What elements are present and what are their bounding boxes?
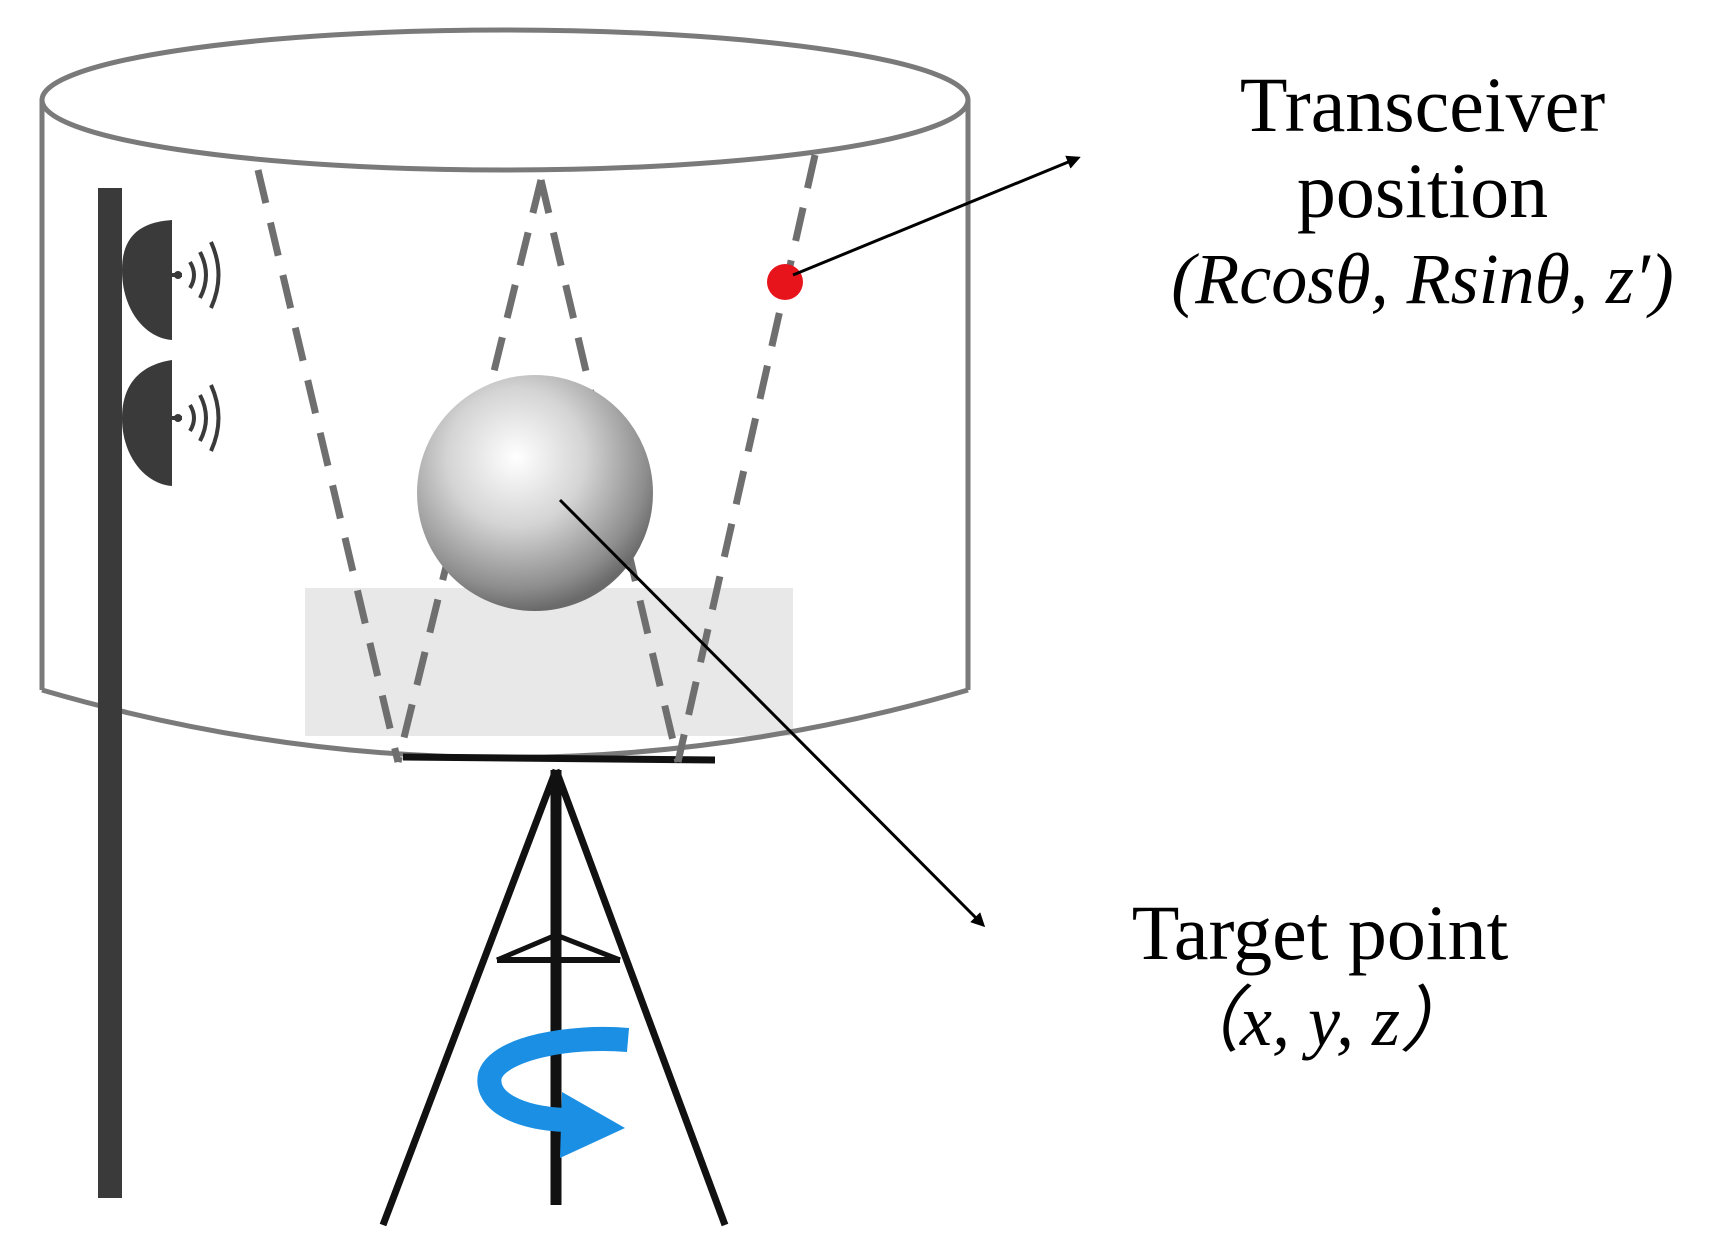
signal-waves-icon <box>188 384 221 452</box>
transceiver-label-line2: position <box>1296 147 1549 234</box>
target-label: Target point （x, y, z） <box>1060 890 1580 1062</box>
antenna-icon <box>122 220 182 340</box>
transceiver-dot <box>767 264 803 300</box>
turntable-plate <box>402 753 716 764</box>
rotation-arrow-icon <box>477 1026 630 1158</box>
cylinder-top-rim <box>39 27 971 173</box>
transceiver-label: Transceiver position (Rcosθ, Rsinθ, z′) <box>1110 62 1735 320</box>
transceiver-label-line1: Transceiver <box>1239 61 1606 148</box>
antenna-icon <box>122 360 182 486</box>
transceiver-pointer-arrow <box>792 155 1081 277</box>
target-pointer-arrow <box>558 498 986 928</box>
tripod-stand <box>379 768 729 1227</box>
target-coordinates: （x, y, z） <box>1168 981 1472 1061</box>
sphere-target <box>417 375 653 611</box>
target-label-line1: Target point <box>1131 889 1509 976</box>
signal-waves-icon <box>188 241 221 309</box>
transceiver-coordinates: (Rcosθ, Rsinθ, z′) <box>1171 239 1674 319</box>
cylinder-chamber <box>39 27 971 690</box>
antenna-pole <box>98 188 122 1198</box>
